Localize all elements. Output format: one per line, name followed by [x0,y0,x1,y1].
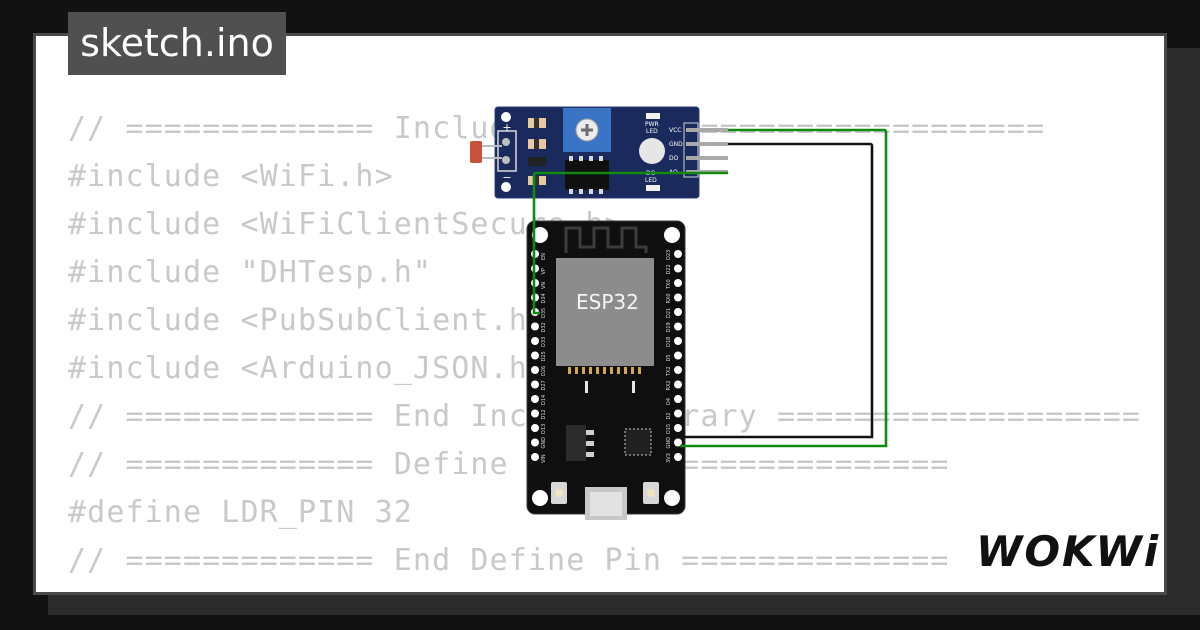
pin-hole[interactable] [531,409,539,418]
pin-hole[interactable] [531,322,539,331]
pin-label: VIN [541,454,547,463]
vcc-wire [680,128,888,448]
pin-hole[interactable] [674,293,682,302]
mounting-hole [664,490,680,506]
pin-label: D12 [541,409,547,419]
mounting-hole [501,182,511,192]
antenna [564,226,648,253]
pin-label: 3V3 [666,453,672,463]
code-line: #include <Arduino_JSON.h> [68,351,548,386]
mounting-hole [501,112,511,122]
pin-hole[interactable] [674,380,682,389]
wokwi-logo: WOKWi [976,527,1161,576]
pin-hole[interactable] [674,409,682,418]
pin-label: D25 [541,351,547,361]
pin-hole[interactable] [531,424,539,432]
code-line: // ============= End Define Pin ========… [68,543,950,578]
pin-label: D27 [541,380,547,390]
pin-label: D14 [541,395,547,405]
pin-label: D19 [666,322,672,332]
pin-label: RX0 [666,293,672,303]
pin-hole[interactable] [531,438,539,447]
code-line: #include <WiFi.h> [68,159,394,194]
comparator-chip [565,160,609,190]
led-lens [639,138,665,164]
pin-label: D33 [541,337,547,347]
code-line: #include "DHTesp.h" [68,255,433,290]
pwr-led [646,113,660,119]
file-tab-label: sketch.ino [80,21,274,65]
pin-hole[interactable] [531,366,539,374]
file-tab[interactable]: sketch.ino [68,12,286,75]
usb-chip [624,428,652,456]
pin-label: GND [541,437,547,449]
pin-hole[interactable] [531,380,539,389]
pin-hole[interactable] [531,337,539,345]
pin-hole[interactable] [674,438,682,447]
pin-hole[interactable] [531,395,539,403]
capacitor [528,157,546,166]
pin-label: RX2 [666,380,672,390]
pin-hole[interactable] [674,366,682,374]
code-line: #define LDR_PIN 32 [68,495,413,530]
esp32-board[interactable]: ESP32 ENVPVND34D35D32D33D25D26D27D14D12D… [526,220,686,520]
code-line: #include <PubSubClient.h> [68,303,548,338]
gnd-wire [680,142,874,439]
pin-label: D34 [541,293,547,303]
module-pin-label: VCC [669,127,681,134]
pin-hole[interactable] [674,279,682,287]
pin-hole[interactable] [674,395,682,403]
pin-hole[interactable] [674,424,682,432]
pin-label: GND [666,437,672,449]
mounting-hole [532,490,548,506]
pin-label: TX2 [666,366,672,377]
code-line: #include <WiFiClientSecure.h> [68,207,624,242]
pin-hole[interactable] [674,322,682,331]
plus-label: + [502,121,511,134]
pin-label: D13 [541,424,547,434]
pin-hole[interactable] [674,250,682,258]
pin-hole[interactable] [674,351,682,360]
ao-wire [532,171,728,315]
wires[interactable] [532,128,888,448]
pin-label: D4 [666,398,672,405]
code-line: // ============= Variabel [68,585,1141,592]
pin-label: D22 [666,264,672,274]
pin-label: D32 [541,322,547,332]
pin-hole[interactable] [674,453,682,461]
pin-label: D2 [666,412,672,419]
pin-hole[interactable] [674,264,682,273]
pin-label: VN [541,282,547,289]
pin-label: VP [541,268,547,274]
esp32-module [556,258,654,366]
mounting-hole [532,227,548,243]
pin-hole[interactable] [531,351,539,360]
pin-label: EN [541,253,547,260]
pin-hole[interactable] [531,453,539,461]
mounting-hole [664,227,680,243]
pin-label: D26 [541,366,547,376]
pin-hole[interactable] [674,308,682,316]
code-preview: // ============= Include Library =======… [68,105,1141,592]
pin-label: D23 [666,250,672,260]
voltage-regulator [566,425,586,461]
module-pin-label: GND [669,141,683,148]
pin-label: D15 [666,424,672,434]
pin-label: D18 [666,337,672,347]
pin-label: D35 [541,308,547,318]
pin-label: D5 [666,354,672,361]
minus-label: − [502,171,511,184]
chip-label: ESP32 [576,290,639,314]
pin-label: TX0 [666,279,672,290]
pin-label: D21 [666,308,672,318]
do-led [646,185,660,191]
ldr-module-board [495,107,699,198]
pin-hole[interactable] [674,337,682,345]
photoresistor [470,141,482,163]
module-pin-label: DO [669,155,679,162]
